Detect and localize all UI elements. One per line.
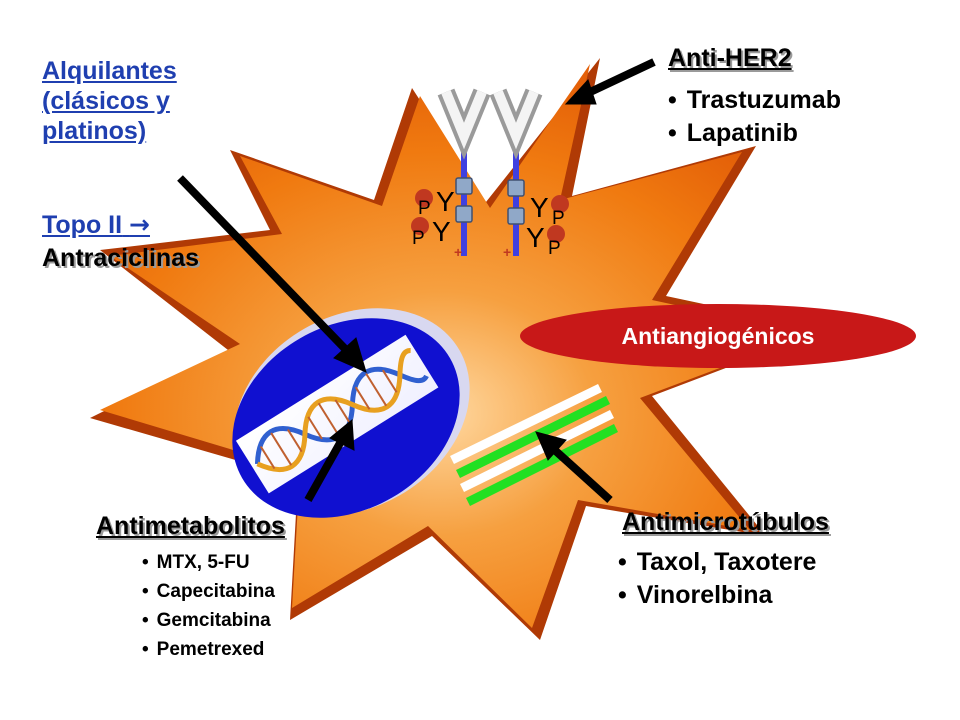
her2-receptor-right [489,88,543,256]
anti-her2-list: Trastuzumab Lapatinib [668,84,841,150]
phospho-groups [411,189,569,243]
list-item: Taxol, Taxotere [618,546,817,579]
antimetabolitos-heading: Antimetabolitos [96,512,285,540]
anti-her2-heading: Anti-HER2 [668,44,792,72]
phospho-label: P [418,198,431,219]
tyrosine-label: Y [432,216,451,247]
antiangiogenicos-label: Antiangiogénicos [621,322,815,349]
phospho-label: P [412,228,425,249]
pointer-arrows [177,58,656,503]
antimicrotubulos-heading: Antimicrotúbulos [622,508,829,536]
list-item: Vinorelbina [618,579,816,612]
phospho-label: P [548,238,561,259]
topo-arrow-icon: → [129,210,150,239]
list-item: Pemetrexed [142,635,275,664]
alquilantes-line-2: (clásicos y [42,87,170,115]
list-item: Trastuzumab [668,84,841,117]
alquilantes-label: Alquilantes (clásicos y platinos) [42,56,177,146]
her2-receptor-left [437,88,491,256]
list-item: Capecitabina [142,577,275,606]
list-item: Gemcitabina [142,606,275,635]
list-item: MTX, 5-FU [142,548,275,577]
list-item: Lapatinib [668,117,841,150]
antiangiogenicos-ellipse [520,304,916,368]
tyrosine-label: Y [526,222,545,253]
antimetabolitos-list: MTX, 5-FU Capecitabina Gemcitabina Pemet… [142,548,275,664]
tyrosine-label: Y [530,192,549,223]
alquilantes-line-3: platinos) [42,117,147,145]
antimicrotubulos-list: Taxol, Taxotere Vinorelbina [618,546,817,612]
dna-helix [235,334,439,494]
phospho-label: P [552,208,565,229]
alquilantes-line-1: Alquilantes [42,57,177,85]
microtubules [450,383,619,507]
plus-sign: + [503,244,512,260]
plus-sign: + [454,244,463,260]
topo-ii-label: Topo II → [42,210,150,240]
topo-ii-text: Topo II [42,211,123,239]
antraciclinas-label: Antraciclinas [42,244,200,272]
tyrosine-label: Y [436,186,455,217]
